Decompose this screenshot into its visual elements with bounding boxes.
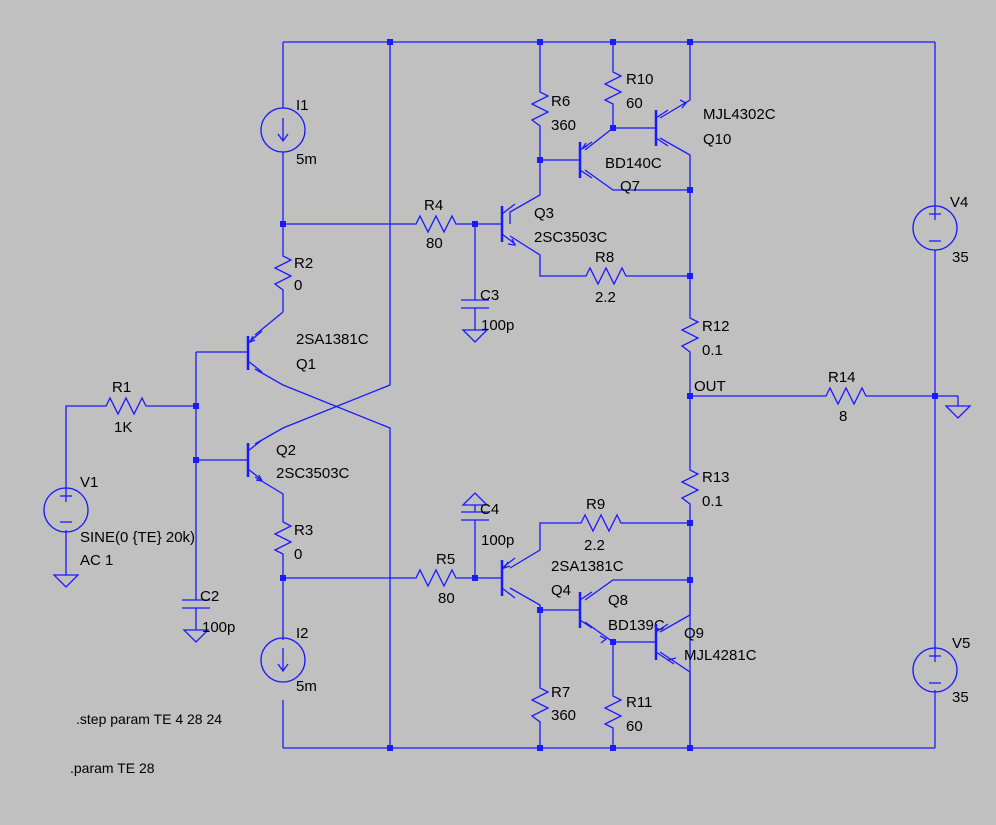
resistor-R2: R2 0: [273, 250, 313, 296]
label-V1-name: V1: [80, 474, 98, 491]
label-R7-value: 360: [551, 707, 576, 724]
resistor-R13: R13 0.1: [680, 462, 730, 510]
resistor-R3: R3 0: [273, 514, 313, 563]
label-R7-name: R7: [551, 684, 570, 701]
label-R8-value: 2.2: [595, 289, 616, 306]
resistor-R8: R8 2.2: [580, 249, 630, 306]
label-Q4-name: Q4: [551, 582, 571, 599]
label-Q8-name: Q8: [608, 592, 628, 609]
label-V4-value: 35: [952, 249, 969, 266]
ground-output: [944, 396, 972, 419]
label-Q1-name: Q1: [296, 356, 316, 373]
label-Q3-model: 2SC3503C: [534, 229, 608, 246]
label-C4-name: C4: [480, 501, 499, 518]
resistor-R14: R14 8: [820, 369, 870, 425]
label-Q10-name: Q10: [703, 131, 731, 148]
label-R10-value: 60: [626, 95, 643, 112]
label-I1-name: I1: [296, 97, 309, 114]
label-I1-value: 5m: [296, 151, 317, 168]
label-Q4-model: 2SA1381C: [551, 558, 624, 575]
label-V5-value: 35: [952, 689, 969, 706]
label-R14-value: 8: [839, 408, 847, 425]
label-C2-value: 100p: [202, 619, 235, 636]
transistor-Q7: BD140C Q7: [570, 141, 662, 195]
transistor-Q3: Q3 2SC3503C: [490, 203, 608, 246]
label-R13-name: R13: [702, 469, 730, 486]
label-R9-name: R9: [586, 496, 605, 513]
label-R13-value: 0.1: [702, 493, 723, 510]
transistor-Q1: 2SA1381C Q1: [240, 330, 369, 373]
label-C3-value: 100p: [481, 317, 514, 334]
label-R11-name: R11: [626, 694, 652, 711]
label-R6-value: 360: [551, 117, 576, 134]
label-Q7-model: BD140C: [605, 155, 662, 172]
capacitor-C3: C3 100p: [461, 287, 514, 343]
junction-dots: [193, 39, 938, 751]
label-R1-name: R1: [112, 379, 131, 396]
voltage-source-V5: V5 35: [912, 635, 970, 706]
transistor-Q2: Q2 2SC3503C: [240, 439, 350, 482]
wires: [65, 41, 958, 749]
label-Q1-model: 2SA1381C: [296, 331, 369, 348]
current-source-I2: I2 5m: [260, 625, 317, 695]
label-V1-value: SINE(0 {TE} 20k): [80, 529, 195, 546]
resistor-R9: R9 2.2: [575, 496, 625, 554]
label-R6-name: R6: [551, 93, 570, 110]
label-V1-ac: AC 1: [80, 552, 113, 569]
voltage-source-V4: V4 35: [912, 194, 969, 266]
label-Q9-model: MJL4281C: [684, 647, 757, 664]
transistor-Q10: MJL4302C Q10: [645, 99, 776, 148]
label-R1-value: 1K: [114, 419, 132, 436]
spice-directive-param: .param TE 28: [70, 760, 155, 776]
resistor-R1: R1 1K: [100, 379, 150, 436]
transistor-Q9: Q9 MJL4281C: [645, 623, 757, 665]
transistor-Q8: Q8 BD139C: [570, 591, 665, 644]
label-R3-name: R3: [294, 522, 313, 539]
voltage-source-V1: V1 SINE(0 {TE} 20k) AC 1: [43, 474, 195, 588]
resistor-R10: R10 60: [603, 65, 654, 112]
label-V4-name: V4: [950, 194, 968, 211]
label-R3-value: 0: [294, 546, 302, 563]
resistor-R12: R12 0.1: [680, 310, 730, 360]
label-V5-name: V5: [952, 635, 970, 652]
label-C3-name: C3: [480, 287, 499, 304]
resistor-R5: R5 80: [410, 551, 465, 607]
label-C2-name: C2: [200, 588, 219, 605]
label-Q3-name: Q3: [534, 205, 554, 222]
label-R2-name: R2: [294, 255, 313, 272]
net-label-out: OUT: [694, 378, 726, 395]
label-R8-name: R8: [595, 249, 614, 266]
label-R2-value: 0: [294, 277, 302, 294]
label-I2-value: 5m: [296, 678, 317, 695]
label-R5-name: R5: [436, 551, 455, 568]
label-Q10-model: MJL4302C: [703, 106, 776, 123]
label-I2-name: I2: [296, 625, 309, 642]
label-Q9-name: Q9: [684, 625, 704, 642]
label-Q7-name: Q7: [620, 178, 640, 195]
label-R14-name: R14: [828, 369, 856, 386]
label-Q8-model: BD139C: [608, 617, 665, 634]
label-Q2-name: Q2: [276, 442, 296, 459]
label-Q2-model: 2SC3503C: [276, 465, 350, 482]
label-R9-value: 2.2: [584, 537, 605, 554]
spice-directive-step: .step param TE 4 28 24: [76, 711, 222, 727]
label-R11-value: 60: [626, 718, 643, 735]
label-R12-value: 0.1: [702, 342, 723, 359]
resistor-R4: R4 80: [410, 197, 465, 252]
label-R5-value: 80: [438, 590, 455, 607]
resistor-R7: R7 360: [530, 680, 576, 730]
capacitor-C4: C4 100p: [461, 492, 514, 549]
transistor-Q4: 2SA1381C Q4: [490, 557, 624, 599]
label-R10-name: R10: [626, 71, 654, 88]
resistor-R11: R11 60: [603, 690, 652, 735]
resistor-R6: R6 360: [530, 85, 576, 135]
capacitor-C2: C2 100p: [182, 588, 235, 643]
label-R4-name: R4: [424, 197, 443, 214]
label-R4-value: 80: [426, 235, 443, 252]
current-source-I1: I1 5m: [260, 97, 317, 168]
label-C4-value: 100p: [481, 532, 514, 549]
label-R12-name: R12: [702, 318, 730, 335]
